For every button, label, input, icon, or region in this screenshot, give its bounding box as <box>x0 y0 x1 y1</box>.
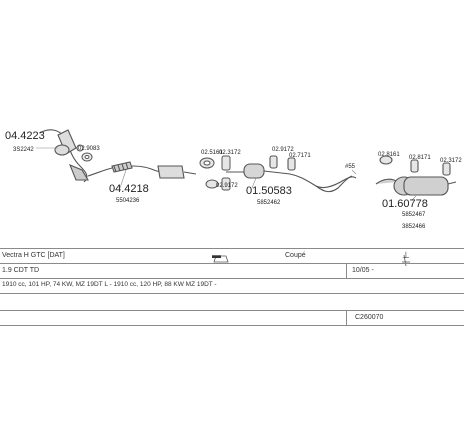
rear-pipe <box>315 176 357 193</box>
callout-label: 02.9083 <box>78 146 100 152</box>
table-divider <box>0 325 464 326</box>
catalog-code: C260070 <box>355 314 384 321</box>
table-divider <box>0 278 464 279</box>
hangers-middle <box>199 155 231 191</box>
table-divider <box>0 310 464 311</box>
table-divider <box>0 293 464 294</box>
body-type: Coupé <box>285 252 306 259</box>
callout-label: 02.3172 <box>219 150 241 156</box>
car-body-icon: ▬ <box>212 250 221 260</box>
center-pipe <box>87 161 197 179</box>
front-pipe-catalyst <box>39 129 89 183</box>
part-ref-label: 5852467 <box>402 212 426 218</box>
tailpipe-icon-shape <box>213 254 410 267</box>
leader-lines <box>36 147 417 201</box>
middle-silencer <box>226 155 353 189</box>
part-number-label: 01.60778 <box>382 198 428 210</box>
callout-label: #55 <box>345 164 356 170</box>
exhaust-icon: ⊥ <box>402 250 410 260</box>
rear-silencer <box>375 155 457 196</box>
part-ref-label: 3852466 <box>402 224 426 230</box>
callout-label: 02.8171 <box>409 155 431 161</box>
part-number-label: 01.50583 <box>246 185 292 197</box>
callout-label: 02.3172 <box>440 158 462 164</box>
part-number-label: 04.4223 <box>5 130 45 142</box>
part-ref-label: 5504236 <box>116 198 140 204</box>
gasket-1 <box>81 152 93 162</box>
callout-label: 02.7171 <box>289 153 311 159</box>
engine-label: 1.9 CDT TD <box>2 267 40 274</box>
table-divider <box>0 248 464 249</box>
callout-label: 02.5161 <box>201 150 223 156</box>
table-divider <box>0 263 464 264</box>
callout-label: 02.8161 <box>378 152 400 158</box>
production-date: 10/05 - <box>352 267 374 274</box>
table-column-divider <box>346 310 347 325</box>
vehicle-model: Vectra H GTC [DAT] <box>2 252 65 259</box>
part-number-label: 04.4218 <box>109 183 149 195</box>
callout-label: 02.9172 <box>216 183 238 189</box>
part-ref-label: 3S2242 <box>13 147 34 153</box>
callout-label: 02.9172 <box>272 147 294 153</box>
table-column-divider <box>346 263 347 278</box>
engine-spec: 1910 cc, 101 HP, 74 KW, MZ 19DT L - 1910… <box>2 281 217 288</box>
part-ref-label: 5852462 <box>257 200 281 206</box>
